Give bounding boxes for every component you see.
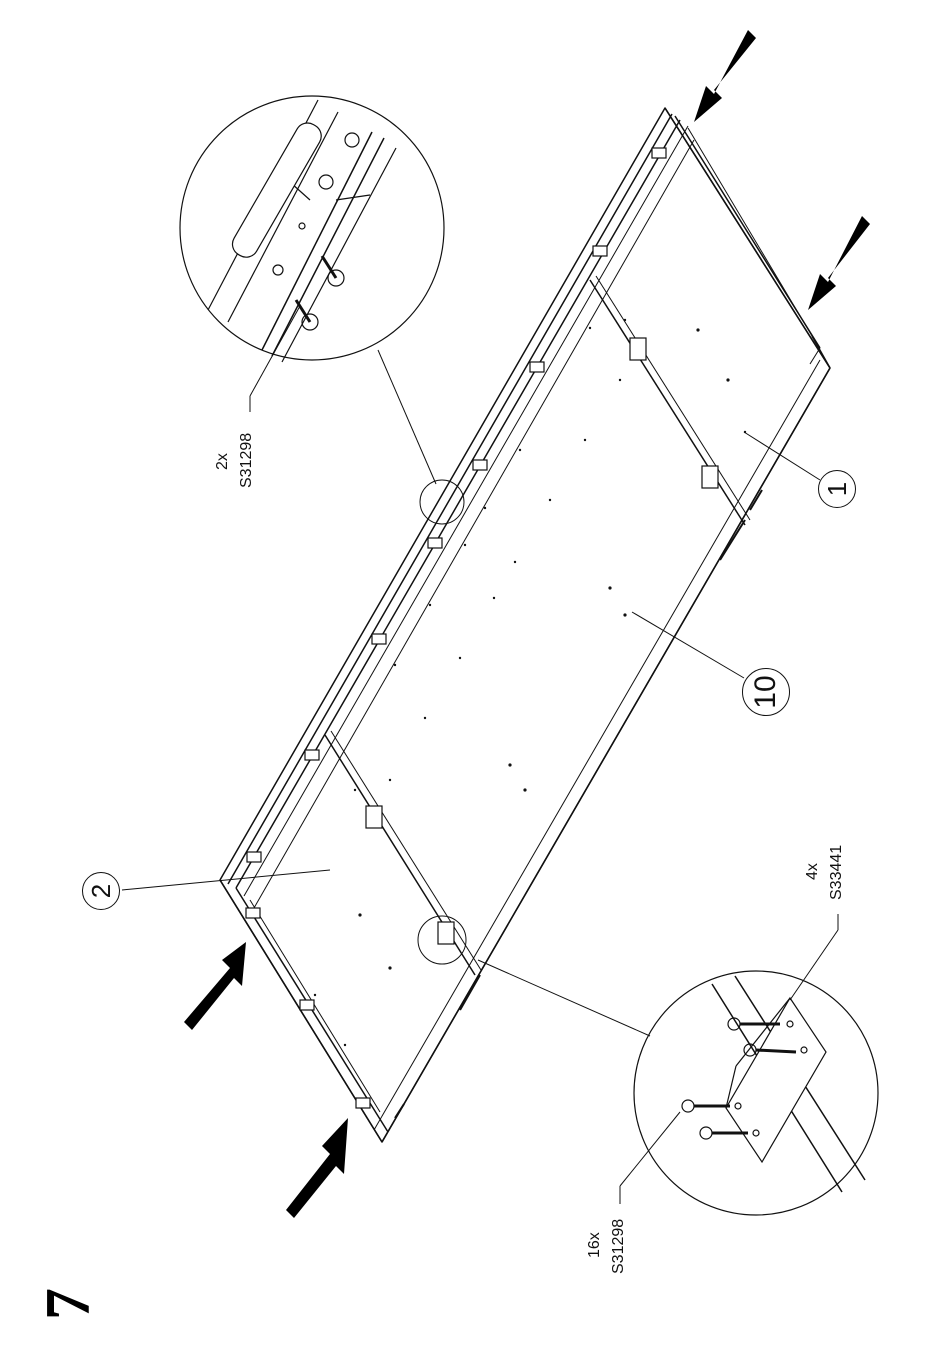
detail-circle-top — [180, 96, 444, 362]
bottom-left-callout-count: 16x — [586, 1232, 604, 1258]
arrow-bottom-2 — [286, 1118, 348, 1218]
bottom-right-callout-part: S33441 — [828, 845, 846, 900]
step-number: 7 — [36, 1288, 100, 1320]
top-callout-part: S31298 — [238, 433, 256, 488]
bottom-right-callout-count: 4x — [804, 863, 822, 880]
part-label-1: 1 — [818, 470, 856, 508]
part-label-2: 2 — [82, 872, 120, 910]
detail-circle-bottom — [634, 971, 878, 1215]
arrow-bottom-1 — [184, 942, 246, 1030]
part-label-10: 10 — [742, 668, 790, 716]
arrow-top-2 — [808, 216, 870, 310]
bottom-left-callout-part: S31298 — [610, 1219, 628, 1274]
top-callout-count: 2x — [214, 453, 232, 470]
arrow-top-1 — [694, 30, 756, 122]
